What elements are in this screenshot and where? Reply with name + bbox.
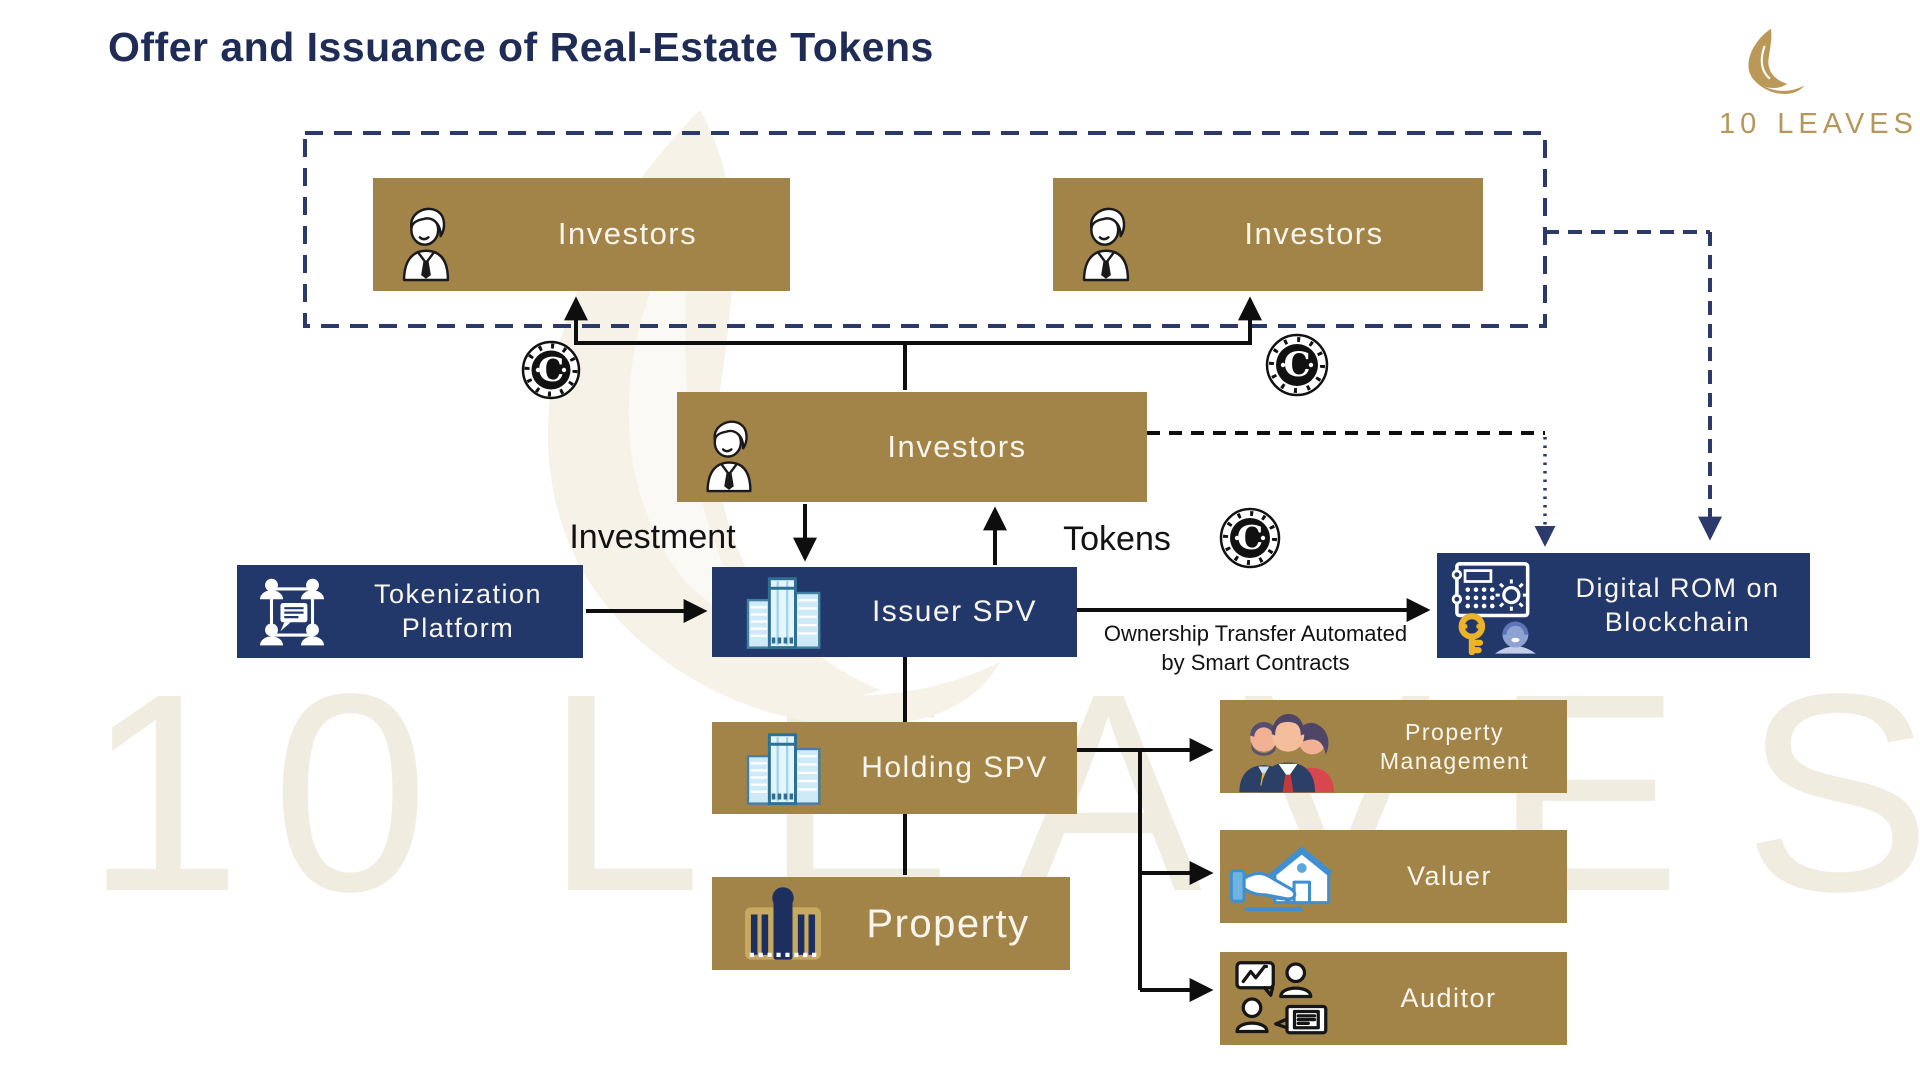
coin-letter: C <box>1237 518 1263 557</box>
investors-label: Investors <box>1244 216 1384 252</box>
issuer-spv-box: Issuer SPV <box>712 567 1077 657</box>
hand-house-icon <box>1228 836 1332 918</box>
investors-box-middle: Investors <box>677 392 1147 502</box>
digital-rom-box: Digital ROM on Blockchain <box>1437 553 1810 658</box>
digital-rom-label: Digital ROM on Blockchain <box>1545 572 1810 640</box>
tokenization-platform-box: Tokenization Platform <box>237 565 583 658</box>
holding-spv-label: Holding SPV <box>861 751 1048 785</box>
digital-rom-line2: Blockchain <box>1604 606 1751 637</box>
property-management-line2: Management <box>1379 747 1530 774</box>
holding-spv-box: Holding SPV <box>712 722 1077 814</box>
network-people-icon <box>251 571 333 653</box>
brand-leaf-icon <box>1732 22 1818 111</box>
ownership-line2: by Smart Contracts <box>1161 649 1350 675</box>
property-management-line1: Property <box>1405 718 1504 745</box>
auditor-label: Auditor <box>1400 982 1497 1013</box>
coin-icon: C <box>1219 507 1281 569</box>
valuer-box: Valuer <box>1220 830 1567 923</box>
buildings-icon <box>740 730 832 806</box>
brand-wordmark: 10 LEAVES <box>1686 108 1918 141</box>
investors-box-top-left: Investors <box>373 178 790 291</box>
tokenization-line1: Tokenization <box>373 578 543 609</box>
page-title: Offer and Issuance of Real-Estate Tokens <box>108 24 934 70</box>
investor-person-icon <box>387 191 465 291</box>
coin-letter: C <box>1283 345 1310 385</box>
audit-people-chart-icon <box>1234 959 1330 1039</box>
investors-label: Investors <box>557 216 698 252</box>
valuer-label: Valuer <box>1406 860 1493 891</box>
property-label: Property <box>866 901 1030 946</box>
capitol-building-icon <box>740 886 826 962</box>
property-management-box: Property Management <box>1220 700 1567 793</box>
investors-box-top-right: Investors <box>1053 178 1483 291</box>
investors-label: Investors <box>887 428 1027 464</box>
tokenization-platform-label: Tokenization Platform <box>333 578 583 646</box>
tokenization-line2: Platform <box>401 612 515 643</box>
investment-label: Investment <box>569 518 736 556</box>
issuer-spv-label: Issuer SPV <box>871 595 1038 629</box>
buildings-icon <box>740 574 832 650</box>
investors-dashed-frame <box>303 131 1547 328</box>
watermark-number: 10 <box>85 635 459 950</box>
coin-icon: C <box>521 340 581 400</box>
digital-rom-line1: Digital ROM on <box>1575 572 1780 603</box>
investor-person-icon <box>691 404 767 502</box>
tokens-label: Tokens <box>1063 520 1171 558</box>
brand-number: 10 <box>1719 108 1762 140</box>
ownership-transfer-label: Ownership Transfer Automated by Smart Co… <box>1088 620 1423 677</box>
auditor-box: Auditor <box>1220 952 1567 1045</box>
coin-icon: C <box>1265 333 1329 397</box>
investor-person-icon <box>1067 191 1145 291</box>
brand-word: LEAVES <box>1777 108 1918 140</box>
property-management-label: Property Management <box>1342 718 1567 776</box>
coin-letter: C <box>538 350 564 389</box>
ownership-line1: Ownership Transfer Automated <box>1103 621 1408 646</box>
property-box: Property <box>712 877 1070 970</box>
team-people-icon <box>1234 705 1342 793</box>
vault-key-icon <box>1445 557 1545 655</box>
